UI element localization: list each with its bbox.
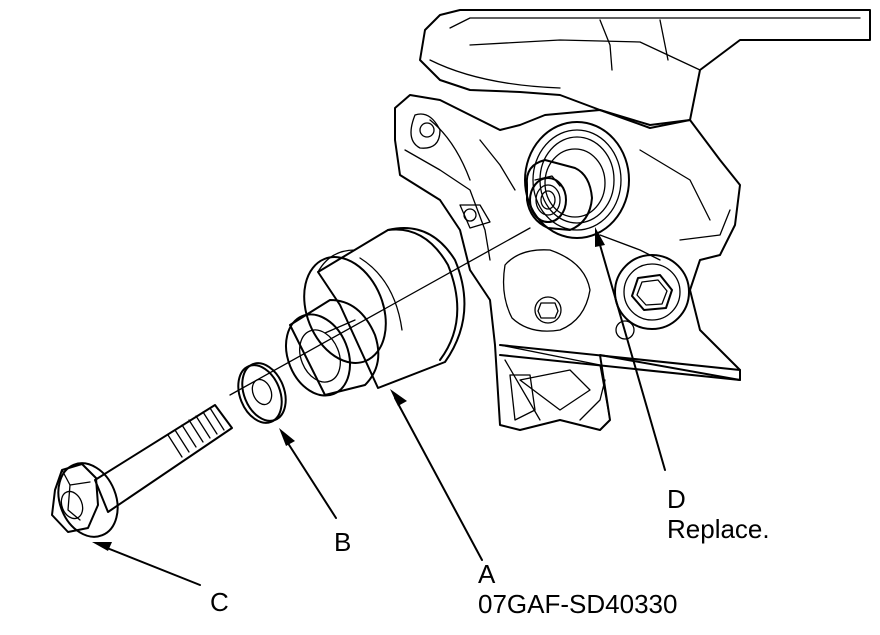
- leader-b: [279, 428, 337, 519]
- callout-a-part-number: 07GAF-SD40330: [478, 589, 678, 619]
- leader-a: [390, 389, 483, 561]
- washer-b: [237, 362, 287, 424]
- callout-c-letter: C: [210, 587, 229, 617]
- center-axis-line: [229, 227, 531, 396]
- callout-d-letter: D: [667, 484, 686, 514]
- leader-d: [595, 227, 666, 471]
- callout-a-letter: A: [478, 559, 496, 589]
- callout-b-letter: B: [334, 527, 352, 557]
- special-tool-a: [285, 227, 466, 397]
- callout-d-note: Replace.: [667, 514, 770, 544]
- engine-housing: [394, 9, 871, 431]
- leader-c: [92, 542, 201, 586]
- bolt-c: [51, 404, 233, 538]
